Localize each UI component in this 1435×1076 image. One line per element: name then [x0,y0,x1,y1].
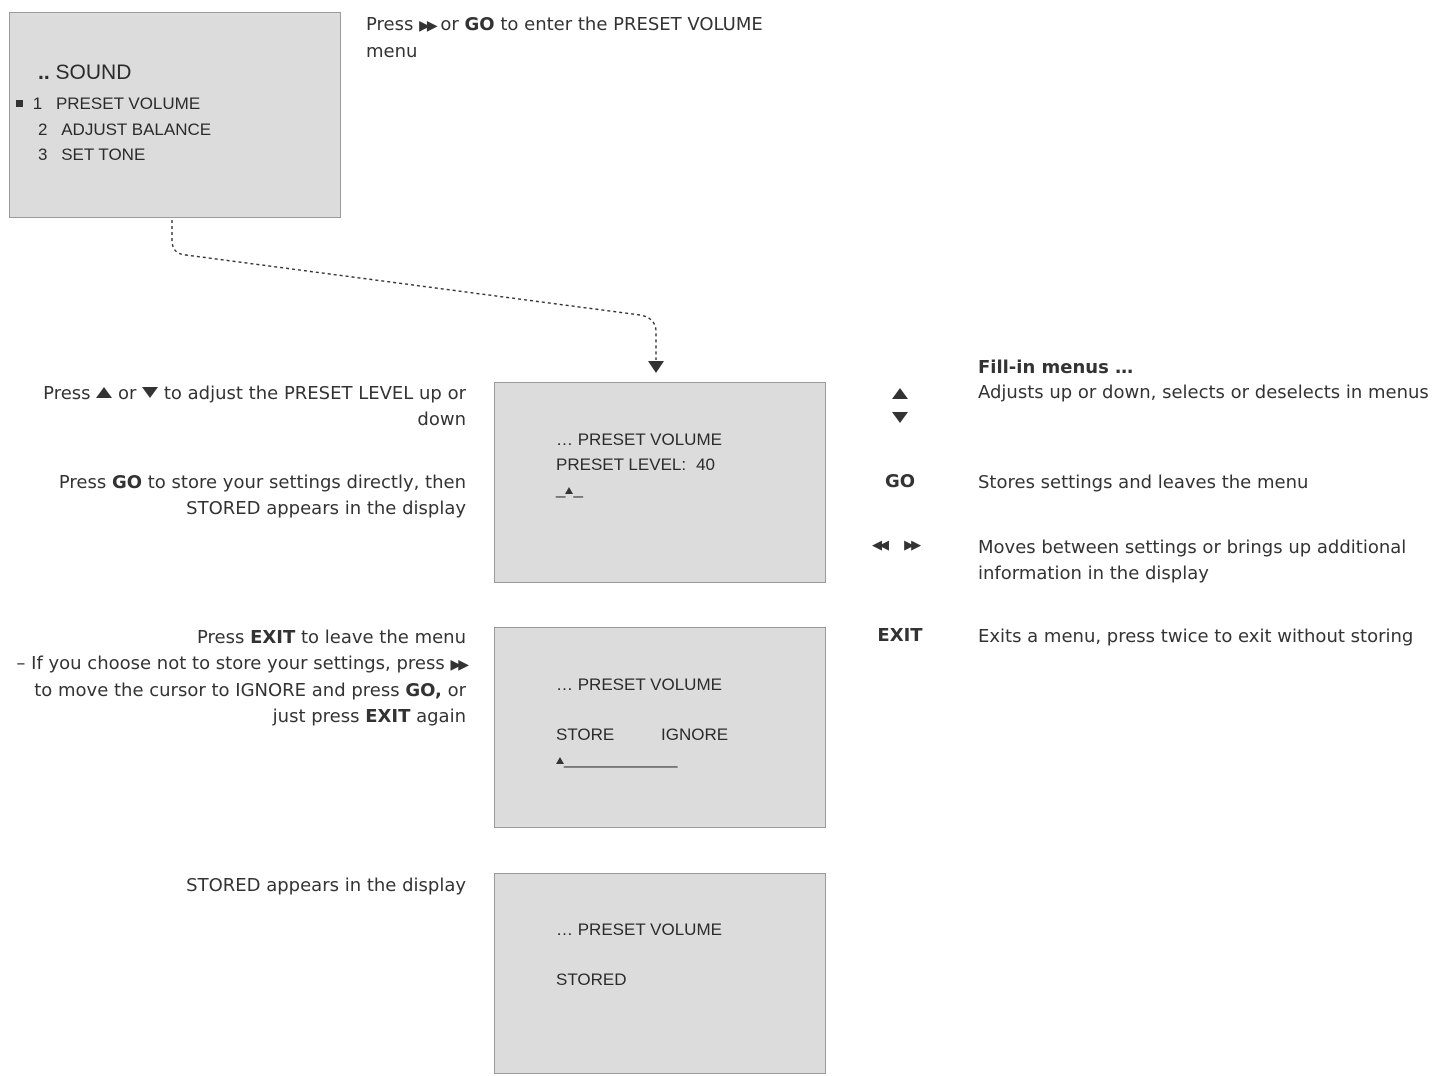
down-arrow-icon [892,412,908,423]
sound-menu-screen: .. SOUND 1 PRESET VOLUME 2 ADJUST BALANC… [9,12,341,218]
legend-arrows-icons: ◀◀ ▶▶ [872,538,921,553]
stored-screen: … PRESET VOLUME STORED [494,873,826,1074]
preset-level-readout: PRESET LEVEL:40 [556,455,716,474]
screen-title: … PRESET VOLUME [556,675,722,694]
instruction-store: Press GO to store your settings directly… [58,472,466,519]
legend-exit-text: Exits a menu, press twice to exit withou… [978,626,1414,647]
instruction-exit: Press EXIT to leave the menu – If you ch… [16,627,468,727]
up-arrow-icon [96,387,113,398]
option-cursor: ____________ [556,749,677,769]
store-ignore-screen: … PRESET VOLUME STORE IGNORE ___________… [494,627,826,828]
legend-exit-key: EXIT [877,625,923,646]
menu-item[interactable]: 2 ADJUST BALANCE [38,120,212,139]
selection-square-icon [16,100,23,107]
sound-menu-title: .. SOUND [38,61,132,84]
down-arrow-icon [142,387,159,398]
legend-updown-icons [892,388,910,423]
intro-text: Press ▶▶ or GO to enter the PRESET VOLUM… [366,14,763,62]
screen-title: … PRESET VOLUME [556,920,722,939]
fast-forward-icon: ▶▶ [904,538,921,553]
up-arrow-icon [892,388,908,399]
legend-updown-text: Adjusts up or down, selects or deselects… [978,382,1429,403]
instruction-stored: STORED appears in the display [186,875,466,896]
legend-arrows-text: Moves between settings or brings up addi… [978,537,1407,584]
rewind-icon: ◀◀ [872,538,889,553]
level-cursor: __ [556,479,583,498]
menu-item[interactable]: 1 PRESET VOLUME [16,94,200,114]
preset-level-screen: … PRESET VOLUME PRESET LEVEL:40 __ [494,382,826,583]
cursor-up-icon [565,487,574,494]
instruction-adjust: Press or to adjust the PRESET LEVEL up o… [43,383,466,430]
menu-item[interactable]: 3 SET TONE [38,145,146,164]
legend-go-text: Stores settings and leaves the menu [978,472,1309,493]
legend-title: Fill-in menus … [978,357,1134,378]
fast-forward-icon: ▶▶ [419,18,437,34]
screen-title: … PRESET VOLUME [556,430,722,449]
store-option[interactable]: STORE [556,725,615,744]
fast-forward-icon: ▶▶ [450,657,468,673]
legend-go-key: GO [884,471,916,492]
cursor-up-icon [556,757,564,764]
ignore-option[interactable]: IGNORE [661,725,729,744]
stored-message: STORED [556,970,627,989]
